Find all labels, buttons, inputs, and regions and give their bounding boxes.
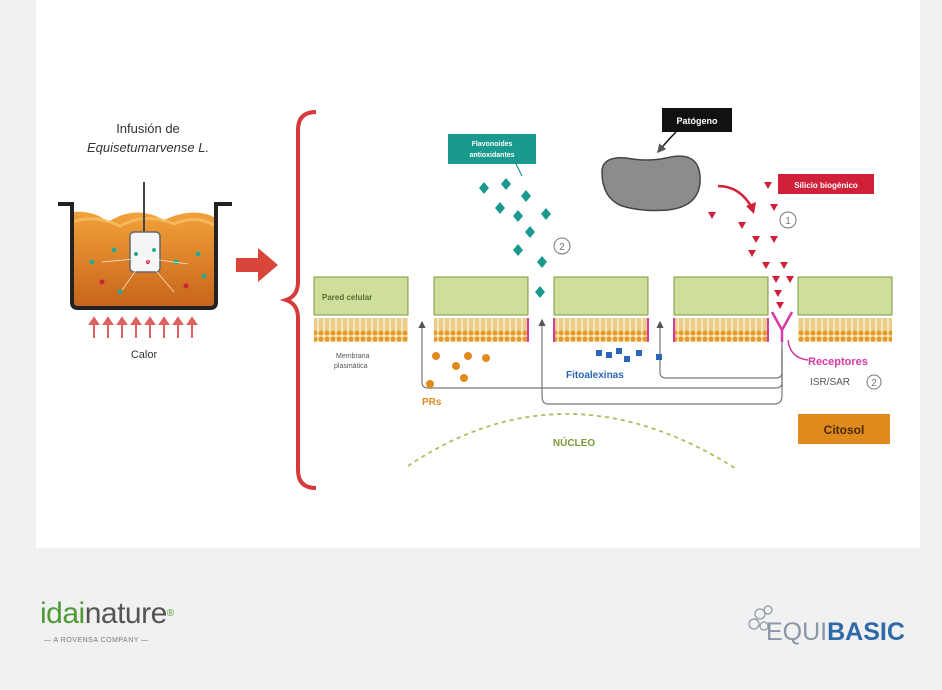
pathogen-shape	[601, 155, 701, 212]
membrane-label-line1: Membrana	[336, 353, 370, 360]
silicon-tag-label: Silicio biogénico	[794, 181, 858, 190]
bracket-shape	[279, 110, 317, 490]
flavonoids-tag-line2: antioxidantes	[469, 152, 514, 159]
isr-sar-number: 2	[871, 378, 877, 389]
flavonoids-tag: Flavonoides antioxidantes	[448, 134, 536, 164]
signaling-lines	[418, 318, 783, 405]
cytosol-box	[798, 414, 890, 444]
nucleus-outline	[407, 413, 739, 471]
receptor-icon	[770, 311, 794, 342]
heat-arrows	[88, 316, 198, 338]
heat-label: Calor	[131, 349, 158, 361]
phytoalexins-label: Fitoalexinas	[566, 370, 624, 381]
slide-panel: Infusión de Equisetumarvense L.	[36, 0, 920, 548]
pathogen-pointer	[657, 131, 677, 154]
application-arrow	[236, 248, 278, 282]
idai-logo-part2: nature	[84, 597, 168, 630]
cell-wall	[313, 276, 893, 316]
flavonoids-tag-line1: Flavonoides	[472, 141, 513, 148]
isr-sar-label: ISR/SAR	[810, 377, 850, 388]
infusion-pot	[58, 182, 232, 310]
plasma-membrane	[314, 318, 892, 342]
receptors-label: Receptores	[808, 356, 868, 368]
flavonoids-pointer	[515, 163, 523, 177]
silicon-triangles	[708, 182, 794, 309]
defense-mechanism-diagram: Infusión de Equisetumarvense L.	[58, 108, 893, 490]
equi-logo-part1: EQUI	[766, 618, 828, 646]
idai-logo-subtitle: — A ROVENSA COMPANY —	[44, 637, 149, 644]
infusion-title-line2: Equisetumarvense L.	[87, 140, 209, 155]
molecule-icon	[748, 605, 773, 631]
pathogen-tag-label: Patógeno	[676, 116, 718, 126]
infusion-title-line1: Infusión de	[116, 121, 180, 136]
flavonoids-number: 2	[559, 242, 565, 253]
silicon-number: 1	[785, 216, 791, 227]
wall-label: Pared celular	[322, 293, 372, 302]
pathogen-tag: Patógeno	[662, 108, 732, 132]
registered-mark-icon: ®	[166, 608, 174, 619]
phytoalexin-squares	[596, 348, 662, 362]
idainature-logo: idainature® — A ROVENSA COMPANY —	[40, 597, 230, 657]
flavonoid-diamonds	[479, 178, 551, 298]
cytosol-label: Citosol	[824, 423, 865, 437]
receptor-pointer	[787, 339, 809, 361]
silicon-number-badge	[779, 211, 797, 229]
prs-label: PRs	[422, 397, 442, 408]
membrane-label-line2: plasmática	[334, 363, 368, 370]
nucleus-label: NÚCLEO	[553, 436, 595, 449]
infusion-rays	[101, 257, 189, 293]
idai-logo-part1: idai	[40, 597, 85, 630]
isr-sar-number-badge	[866, 374, 882, 390]
silicon-tag: Silicio biogénico	[778, 174, 874, 194]
silicon-arrowhead	[746, 202, 756, 214]
silicon-arrow	[717, 184, 754, 209]
infusion-group: Infusión de Equisetumarvense L.	[58, 121, 232, 361]
equibasic-logo: EQUIBASIC	[748, 604, 928, 650]
flavonoids-number-badge	[553, 237, 571, 255]
prs-dots	[426, 352, 490, 388]
equi-logo-part2: BASIC	[827, 618, 905, 646]
